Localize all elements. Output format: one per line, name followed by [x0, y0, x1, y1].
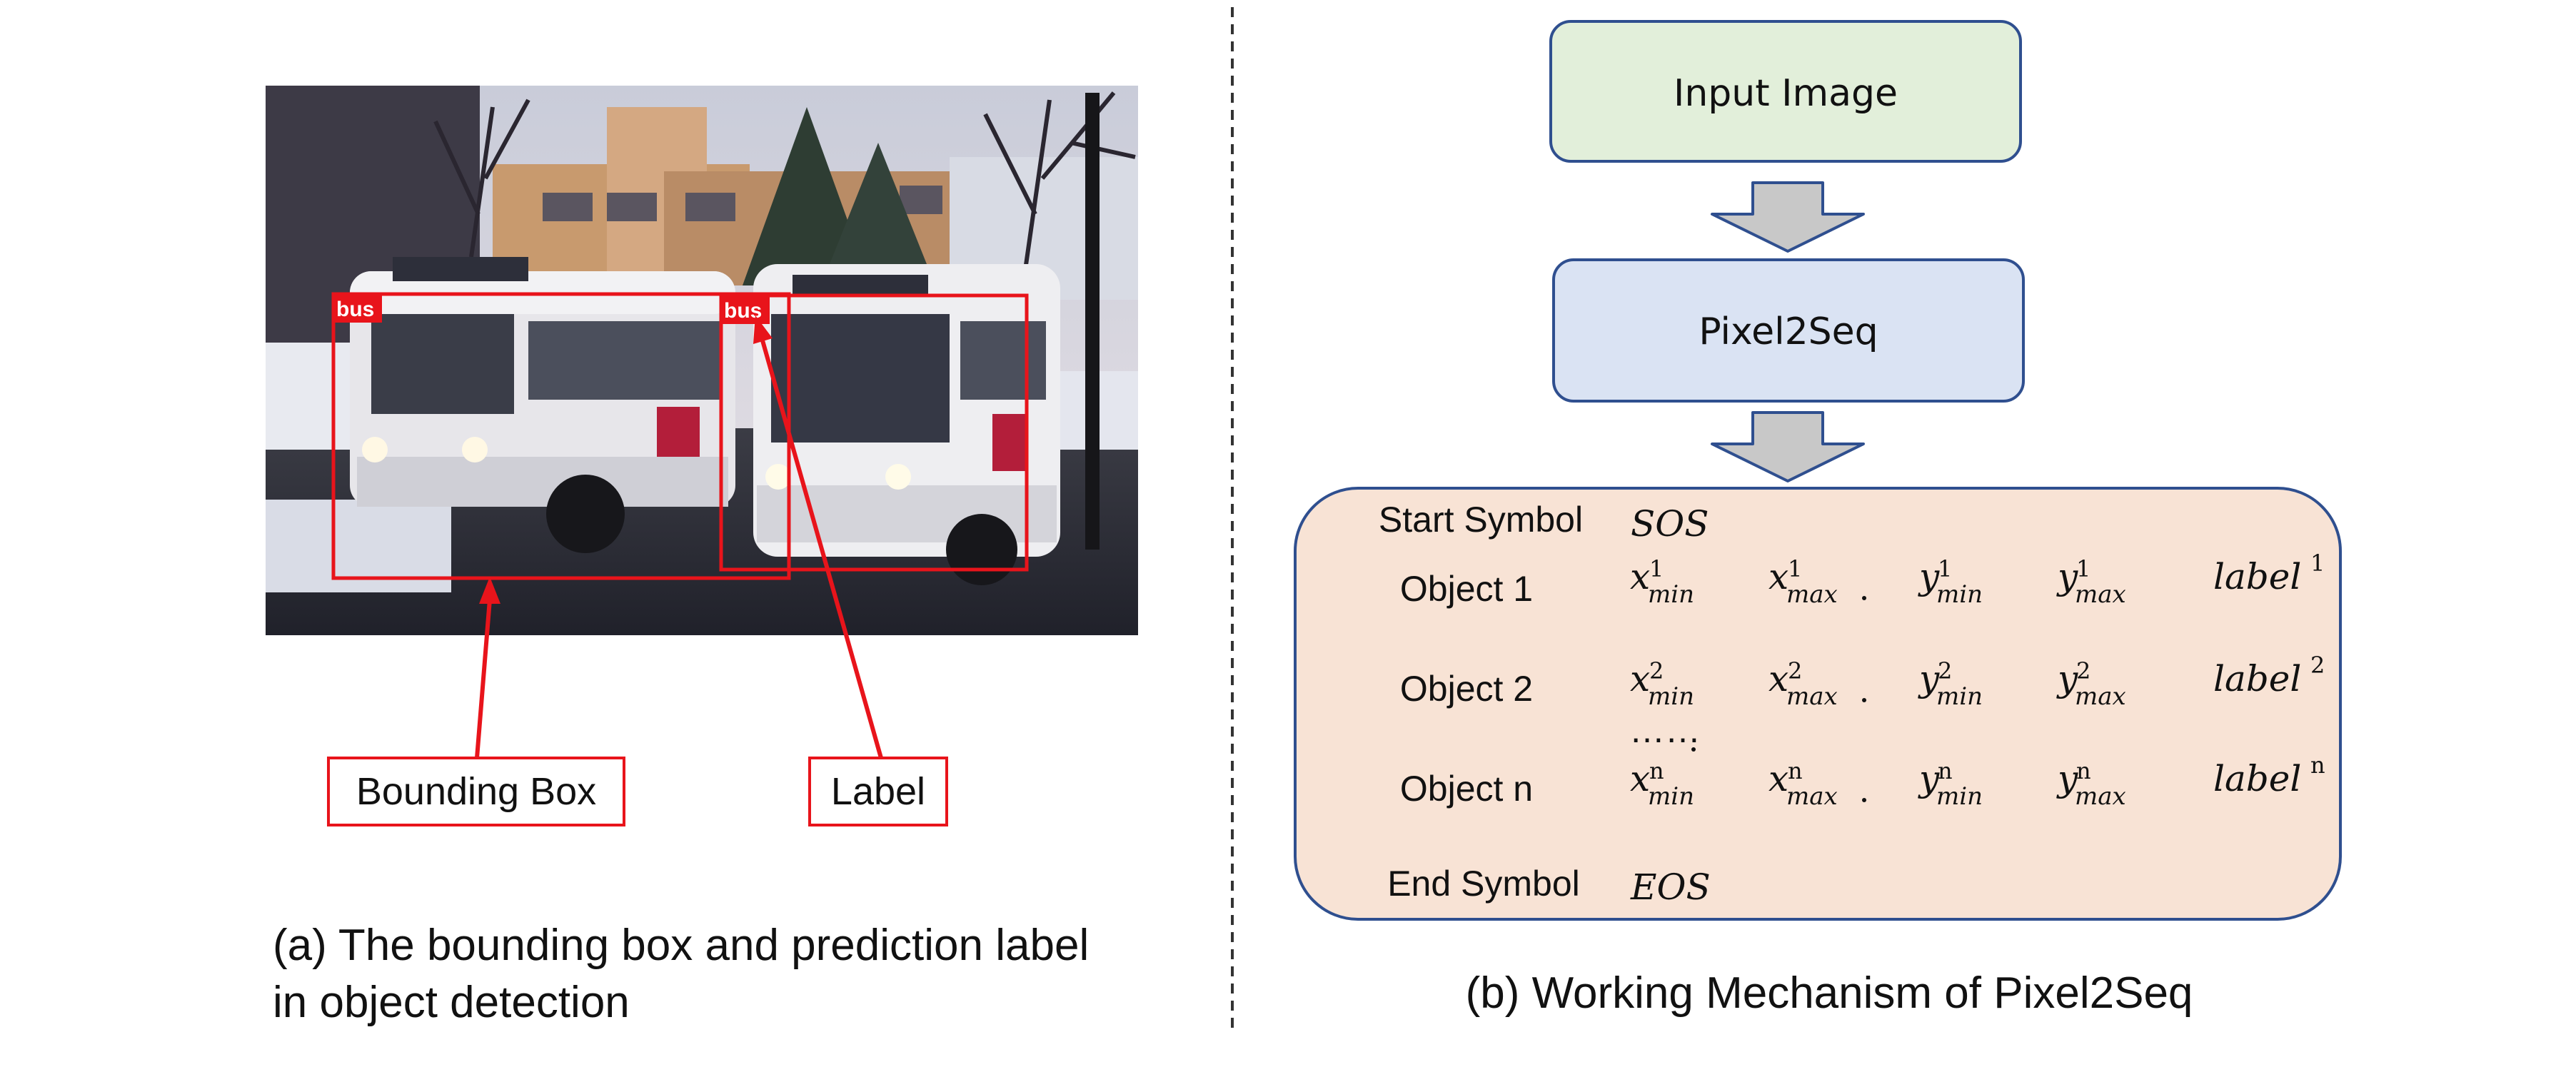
svg-text:min: min	[1936, 682, 1983, 711]
bounding-box-pointer	[475, 577, 500, 759]
svg-text:y: y	[1918, 658, 1940, 699]
detection-label-1: bus	[336, 298, 374, 321]
svg-text:min: min	[1648, 682, 1694, 711]
left-panel: bus bus Bounding Box Label (a) The bound…	[266, 86, 1138, 1027]
svg-text:min: min	[1936, 580, 1983, 609]
svg-text:n: n	[1649, 757, 1664, 784]
svg-text:1: 1	[1649, 555, 1664, 582]
label-pointer	[753, 315, 883, 759]
svg-text:1: 1	[2310, 550, 2325, 577]
svg-text:min: min	[1648, 782, 1694, 811]
caption-b: (b) Working Mechanism of Pixel2Seq	[1466, 969, 2193, 1018]
svg-text:max: max	[2075, 580, 2126, 609]
svg-text:label: label	[2213, 556, 2301, 597]
pixel2seq-box: Pixel2Seq	[1552, 258, 2025, 403]
svg-text:n: n	[2310, 752, 2325, 779]
label-callout: Label	[808, 757, 948, 826]
token-label: label 2	[2213, 652, 2325, 699]
svg-text:n: n	[1938, 757, 1953, 784]
bus-photo	[266, 86, 1138, 635]
sequence-ellipsis: ……	[1629, 710, 1701, 750]
object-row-label: Object 1	[1400, 569, 1533, 609]
svg-text:y: y	[2056, 658, 2078, 699]
svg-text:x: x	[1630, 758, 1650, 799]
end-symbol-label: End Symbol	[1387, 864, 1580, 904]
svg-text:2: 2	[2310, 652, 2325, 679]
object-row-label: Object 2	[1400, 669, 1533, 709]
input-image-text: Input Image	[1674, 72, 1898, 115]
token-label: label 1	[2213, 550, 2325, 597]
right-panel: Input Image Pixel2Seq Start Symbol SOS O…	[1294, 20, 2342, 1018]
svg-text:max: max	[1786, 682, 1838, 711]
svg-text:1: 1	[2076, 555, 2091, 582]
svg-text:2: 2	[2076, 657, 2091, 684]
svg-text:y: y	[2056, 758, 2078, 799]
svg-text:max: max	[2075, 782, 2126, 811]
svg-text:max: max	[2075, 682, 2126, 711]
down-arrow-1	[1711, 181, 1865, 253]
start-token: SOS	[1631, 503, 1709, 545]
svg-text:1: 1	[1788, 555, 1802, 582]
bus-left	[350, 257, 735, 553]
bus-right	[753, 264, 1060, 585]
object-row-label: Object n	[1400, 769, 1533, 809]
svg-text:label: label	[2213, 758, 2301, 799]
svg-text:x: x	[1769, 758, 1788, 799]
bounding-box-callout-text: Bounding Box	[356, 770, 596, 813]
svg-text:n: n	[1788, 757, 1803, 784]
svg-text:1: 1	[1938, 555, 1952, 582]
caption-a-line2: in object detection	[273, 978, 630, 1027]
svg-text:max: max	[1786, 782, 1838, 811]
svg-text:x: x	[1769, 556, 1788, 597]
pixel2seq-text: Pixel2Seq	[1699, 310, 1878, 353]
svg-text:min: min	[1936, 782, 1983, 811]
svg-text:2: 2	[1649, 657, 1664, 684]
svg-text:x: x	[1630, 658, 1650, 699]
svg-text:2: 2	[1938, 657, 1952, 684]
svg-text:min: min	[1648, 580, 1694, 609]
start-symbol-label: Start Symbol	[1379, 500, 1583, 540]
svg-text:x: x	[1769, 658, 1788, 699]
svg-text:y: y	[2056, 556, 2078, 597]
svg-text:max: max	[1786, 580, 1838, 609]
svg-text:y: y	[1918, 556, 1940, 597]
caption-a-line1: (a) The bounding box and prediction labe…	[273, 921, 1089, 970]
detection-box-1: bus	[331, 292, 791, 580]
svg-text:n: n	[2076, 757, 2091, 784]
svg-text:2: 2	[1788, 657, 1802, 684]
svg-text:label: label	[2213, 658, 2301, 699]
down-arrow-2	[1711, 411, 1865, 482]
input-image-box: Input Image	[1549, 20, 2022, 163]
end-token: EOS	[1630, 866, 1711, 908]
svg-text:x: x	[1630, 556, 1650, 597]
bounding-box-callout: Bounding Box	[327, 757, 625, 826]
svg-text:y: y	[1918, 758, 1940, 799]
label-callout-text: Label	[831, 770, 925, 813]
detection-box-2: bus	[719, 293, 1029, 572]
